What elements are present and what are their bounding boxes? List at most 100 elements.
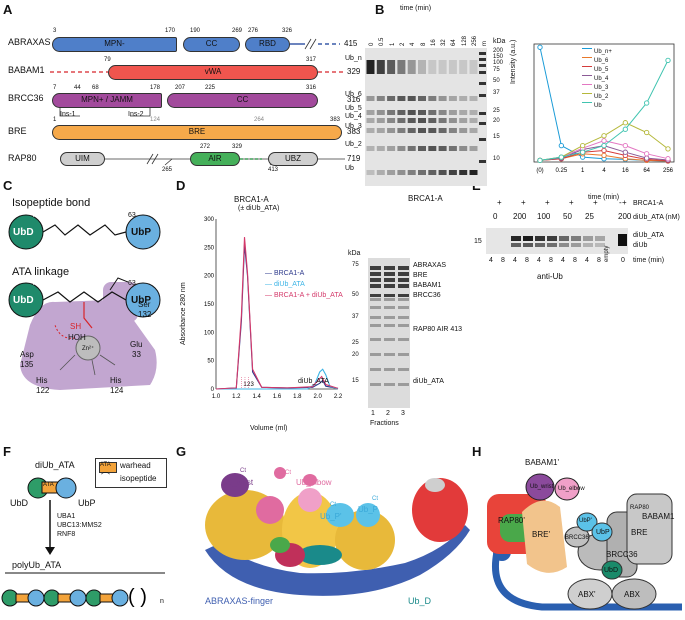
- domain-bre: BRE: [52, 125, 342, 140]
- c-63-2: 63: [128, 280, 136, 287]
- d-gel-band: [370, 266, 381, 270]
- gel-band: [418, 96, 426, 101]
- frac-1: 1: [371, 410, 375, 417]
- e-band-lower: [595, 243, 605, 247]
- marker-150: 150: [493, 54, 504, 60]
- gel-band: [438, 146, 447, 151]
- series-point: [580, 142, 586, 149]
- series-point: [665, 57, 671, 64]
- series-point: [622, 149, 628, 155]
- d-ytick: 250: [204, 245, 215, 251]
- marker-50: 50: [493, 78, 500, 84]
- d-gel-band: [398, 338, 409, 341]
- e-conc-4: 25: [585, 212, 594, 221]
- e-time-7: 8: [573, 257, 577, 264]
- gel-band: [376, 110, 385, 115]
- tick-bre-124: 124: [150, 117, 161, 123]
- series-point: [644, 151, 650, 157]
- c-his2: His: [110, 376, 122, 385]
- d-gel-label-1: BRE: [413, 272, 428, 279]
- d-ytick: 0: [211, 387, 215, 393]
- tick-br-68: 68: [92, 85, 99, 91]
- d-xtick: 1.2: [232, 394, 241, 400]
- tick-br-7: 7: [53, 85, 57, 91]
- c-33: 33: [132, 350, 141, 359]
- series-point: [601, 152, 607, 159]
- d-gel-band: [398, 266, 409, 270]
- e-brca-5: +: [622, 198, 627, 207]
- e-band-1: diUb_ATA: [633, 232, 664, 239]
- protein-name-abraxas: ABRAXAS: [8, 37, 51, 47]
- f-drawing: ( ): [1, 477, 165, 608]
- lane-label-10: 256: [472, 35, 478, 46]
- band-label-6: Ub: [345, 165, 354, 172]
- d-gel-band: [370, 353, 381, 356]
- d-gel-band: [370, 383, 381, 386]
- gel-band: [448, 110, 457, 115]
- e-band-control: [618, 234, 627, 246]
- e-time-6: 4: [561, 257, 565, 264]
- gel-band: [469, 60, 478, 74]
- f-ubd: UbD: [10, 498, 29, 508]
- tick-br-44: 44: [74, 85, 81, 91]
- gel-band: [438, 170, 447, 175]
- d-kda: kDa: [348, 250, 361, 257]
- h-bre-prime: BRE': [532, 530, 550, 539]
- gel-label-b: BRCA1-A: [408, 194, 443, 203]
- domain-air: AIR: [190, 152, 240, 166]
- gel-band: [428, 60, 437, 74]
- panel-label-g: G: [176, 444, 187, 459]
- tick-br-316: 316: [306, 85, 317, 91]
- marker-band: [479, 112, 486, 115]
- marker-band: [479, 64, 486, 67]
- lane-label-2: 1: [389, 42, 396, 46]
- legend-item-1: Ub_6: [582, 49, 608, 67]
- d-ytick: 200: [204, 274, 215, 280]
- frac-3: 3: [401, 410, 405, 417]
- tick-abx-276: 276: [248, 28, 259, 34]
- e-conc-2: 100: [537, 212, 551, 221]
- gel-band: [366, 118, 375, 123]
- gel-band: [387, 96, 396, 101]
- fractions-label: Fractions: [370, 420, 399, 427]
- gel-band: [459, 170, 468, 175]
- e-conc-0: 0: [493, 212, 498, 221]
- d-gel-band: [370, 338, 381, 341]
- domain-rbd: RBD: [245, 37, 290, 52]
- e-band-lower: [535, 243, 545, 247]
- domain-ubz: UBZ: [268, 152, 318, 166]
- e-brca-6: -: [619, 198, 622, 207]
- e-kda: 15: [474, 238, 482, 245]
- tick-abx-269: 269: [232, 28, 243, 34]
- domain-vwa: vWA: [108, 65, 318, 80]
- e-conc-1: 200: [513, 212, 527, 221]
- gel-band: [418, 118, 426, 123]
- c-hoh: HOH: [68, 333, 86, 342]
- d-marker-20: 20: [352, 352, 359, 358]
- d-gel-band: [384, 266, 395, 270]
- lane-label-9: 128: [461, 35, 468, 46]
- d-gel-band: [384, 294, 395, 297]
- g-ct-2: Ct: [285, 470, 291, 476]
- f-ata: ATA: [43, 482, 54, 488]
- d-marker-50: 50: [352, 292, 359, 298]
- h-abx: ABX: [624, 590, 641, 599]
- gel-band: [407, 60, 416, 74]
- series-point: [622, 120, 628, 126]
- band-label-1: Ub_6: [345, 91, 362, 98]
- c-122: 122: [36, 386, 50, 395]
- d-xtick: 1.0: [212, 394, 221, 400]
- brcc36-end: 316: [347, 95, 361, 104]
- b-xtick: 64: [643, 168, 650, 174]
- f-ubp: UbP: [78, 498, 96, 508]
- gel-band: [438, 110, 447, 115]
- chain-bracket: ( ): [128, 586, 147, 608]
- gel-band: [459, 146, 468, 151]
- d-series-2: [215, 237, 339, 390]
- d-gel-band: [370, 272, 381, 276]
- marker-band: [479, 94, 486, 97]
- gel-band: [407, 110, 416, 115]
- panel-label-a: A: [3, 2, 13, 17]
- d-fraction-label: 3: [251, 382, 255, 388]
- c-132: 132: [138, 310, 152, 319]
